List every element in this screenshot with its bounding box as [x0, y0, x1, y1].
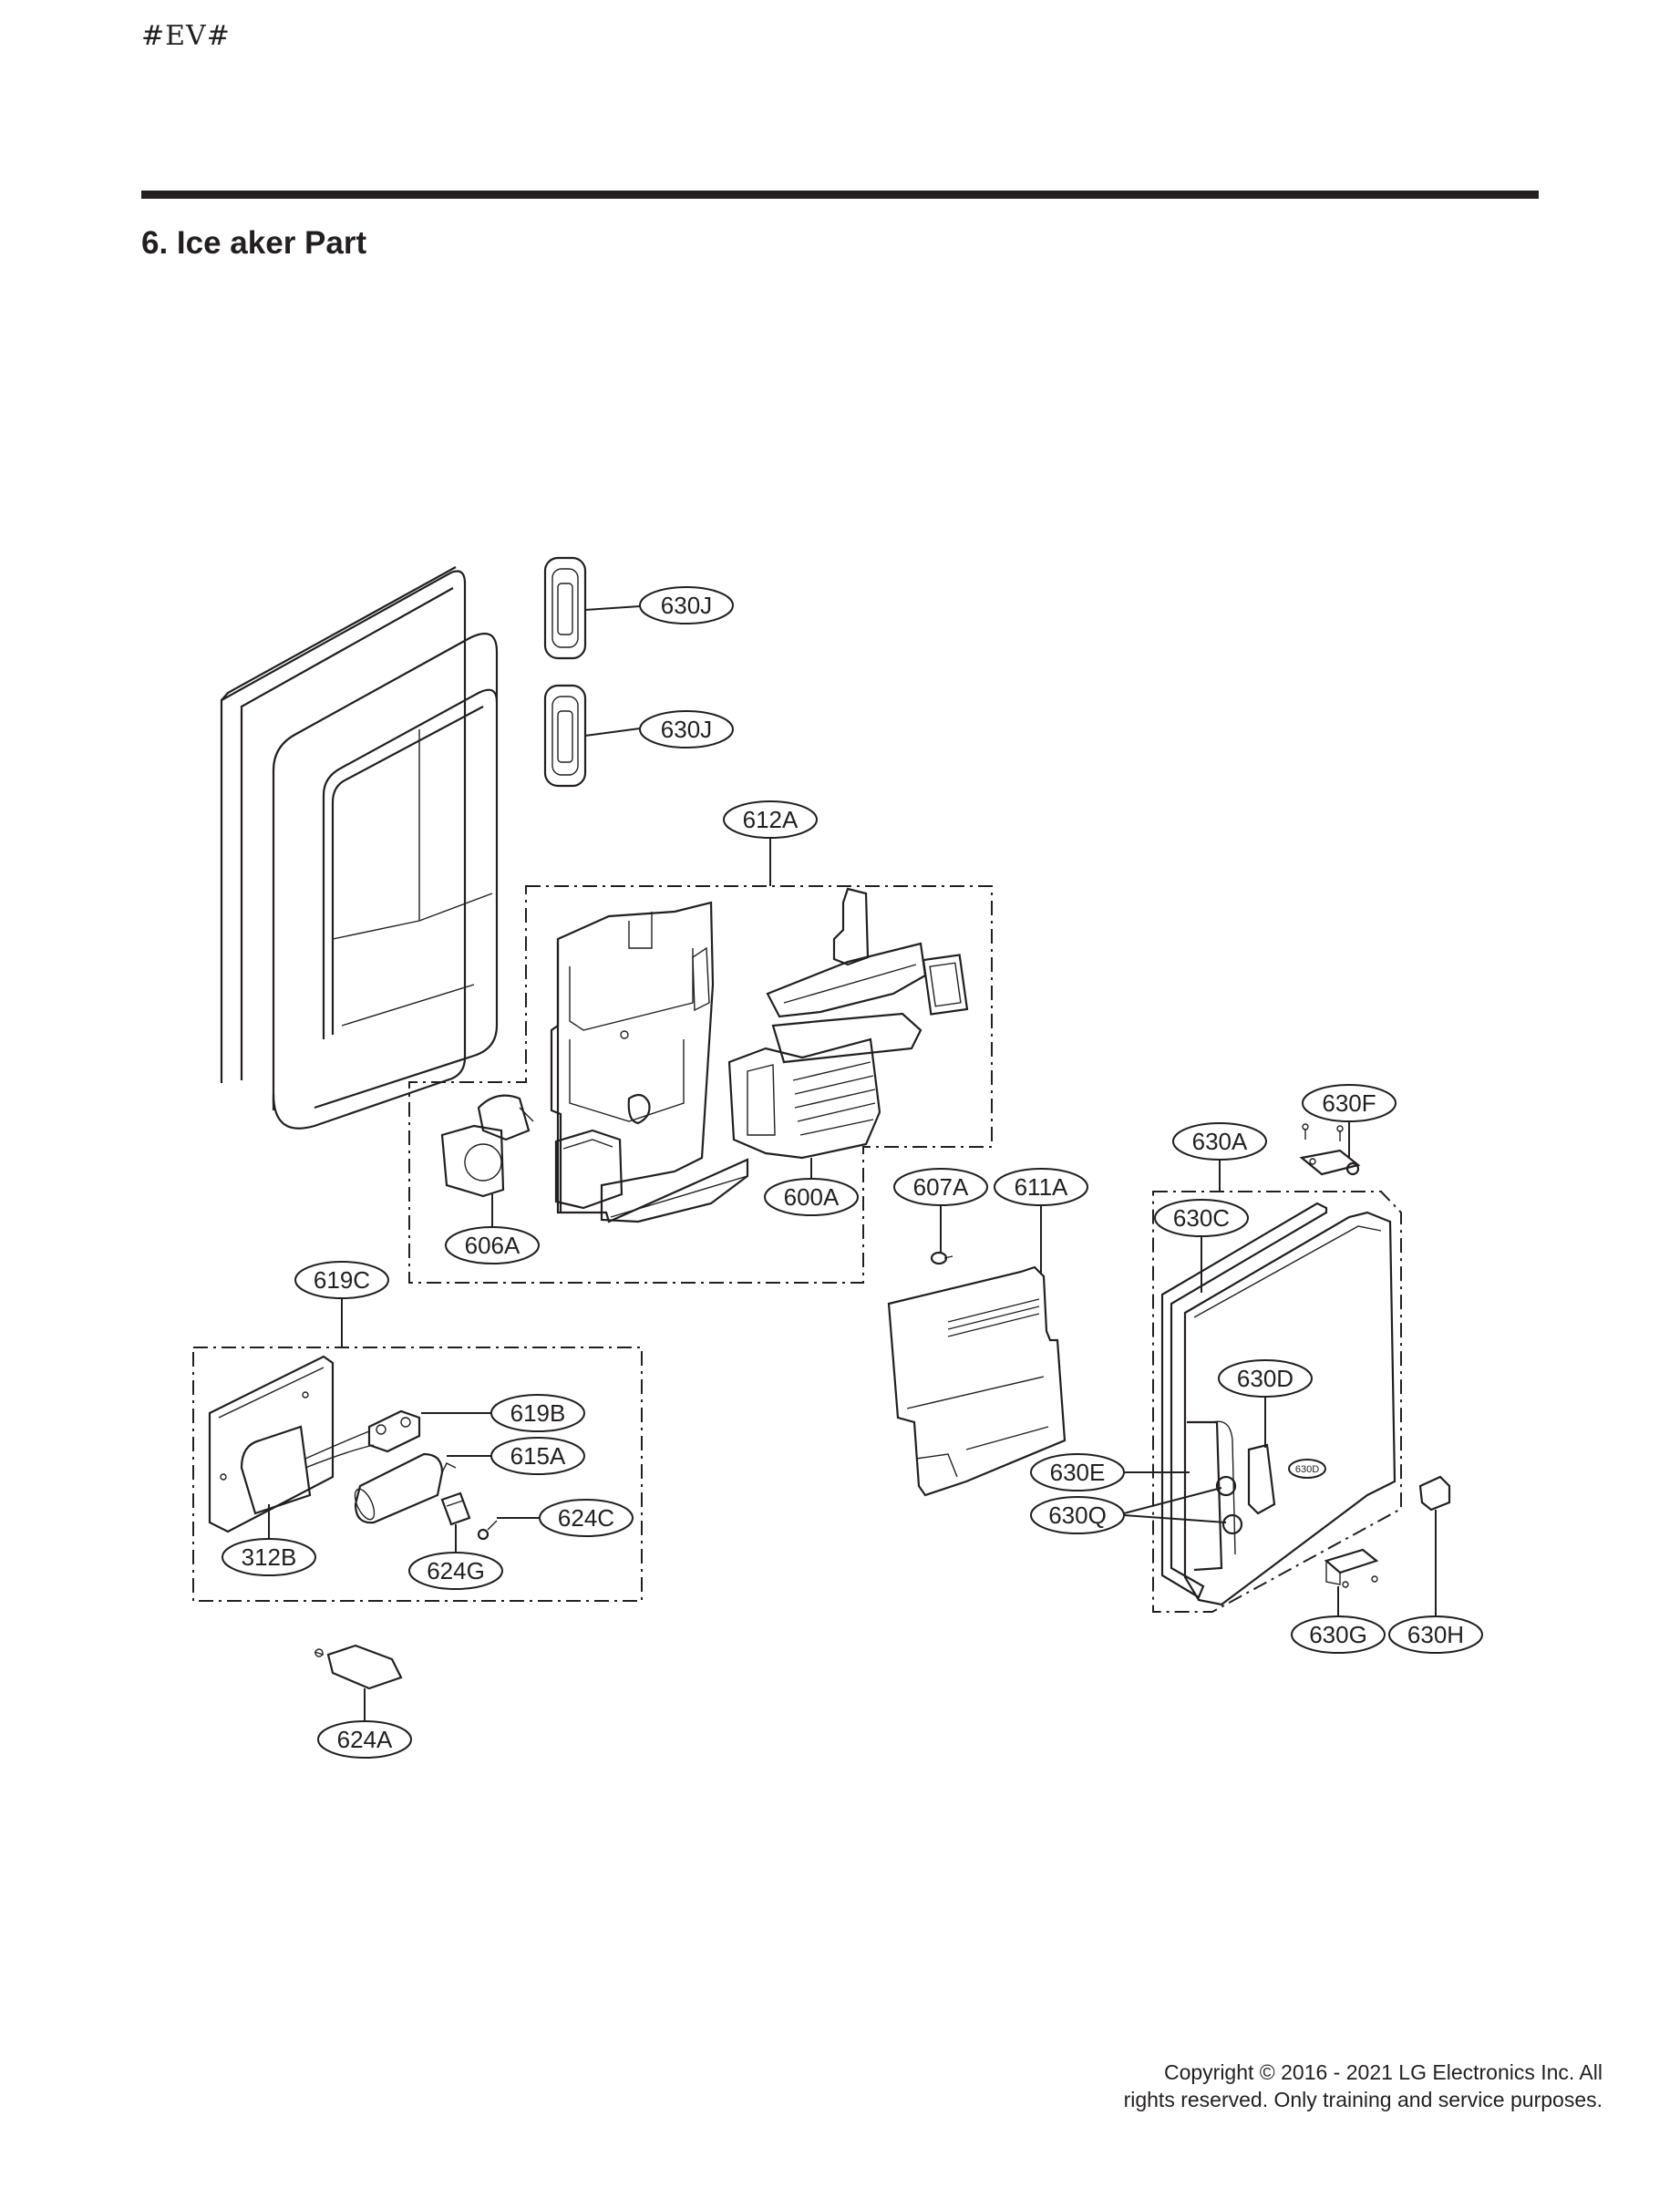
screw-624C-drawing — [477, 1520, 498, 1541]
svg-text:630C: 630C — [1173, 1204, 1230, 1232]
svg-text:624C: 624C — [558, 1504, 614, 1532]
valve-619B-drawing — [304, 1409, 421, 1469]
callout-619B: 619B — [490, 1394, 585, 1432]
callout-600A: 600A — [764, 1178, 859, 1216]
svg-text:630H: 630H — [1407, 1621, 1464, 1648]
callout-607A: 607A — [893, 1168, 988, 1206]
svg-text:312B: 312B — [242, 1543, 297, 1571]
cushion-630J-bottom — [543, 684, 587, 788]
callout-612A: 612A — [723, 800, 818, 839]
svg-text:630Q: 630Q — [1048, 1502, 1107, 1529]
svg-text:607A: 607A — [913, 1173, 969, 1201]
callout-630E: 630E — [1030, 1453, 1125, 1491]
svg-text:624A: 624A — [337, 1726, 393, 1753]
group-outline-630A — [1152, 1191, 1402, 1613]
filter-624A-drawing — [314, 1644, 403, 1690]
callout-312B: 312B — [222, 1538, 316, 1576]
filter-615A-drawing — [354, 1452, 457, 1524]
stopper-630H-drawing — [1418, 1475, 1451, 1512]
callout-611A: 611A — [994, 1168, 1088, 1206]
svg-text:606A: 606A — [465, 1232, 520, 1259]
cushion-630J-top — [543, 556, 587, 660]
svg-text:630A: 630A — [1192, 1128, 1248, 1155]
hinge-630F-drawing — [1299, 1123, 1361, 1176]
svg-text:600A: 600A — [784, 1183, 840, 1211]
svg-text:630D: 630D — [1237, 1365, 1293, 1392]
callout-619C: 619C — [294, 1261, 389, 1299]
callout-624A: 624A — [317, 1720, 412, 1759]
svg-text:630D: 630D — [1295, 1464, 1319, 1475]
svg-text:619C: 619C — [314, 1266, 370, 1294]
callout-630D-small: 630D — [1288, 1459, 1326, 1479]
icemaker-bracket-drawing — [550, 901, 749, 1223]
callout-615A: 615A — [490, 1437, 585, 1475]
housing-312B-drawing — [208, 1355, 335, 1533]
callout-624G: 624G — [408, 1552, 503, 1590]
svg-text:619B: 619B — [510, 1399, 566, 1427]
callout-630Q: 630Q — [1030, 1496, 1125, 1534]
svg-text:630J: 630J — [661, 592, 712, 619]
icemaker-door-drawing — [1183, 1211, 1397, 1606]
page-title: 6. Ice aker Part — [141, 225, 367, 261]
callout-630C: 630C — [1154, 1199, 1249, 1237]
svg-text:630F: 630F — [1322, 1089, 1376, 1117]
hinge-630G-drawing — [1324, 1548, 1379, 1588]
group-outline-612A — [408, 885, 993, 1284]
callout-630G: 630G — [1291, 1615, 1386, 1654]
fan-motor-drawing — [440, 1094, 534, 1198]
door-frame-drawing — [220, 566, 499, 1130]
gasket-630C-drawing — [1160, 1202, 1328, 1599]
svg-text:615A: 615A — [510, 1442, 566, 1470]
svg-text:612A: 612A — [743, 806, 799, 833]
callout-630A: 630A — [1172, 1122, 1267, 1161]
svg-text:630E: 630E — [1050, 1459, 1106, 1486]
callout-606A: 606A — [445, 1226, 540, 1264]
cover-611A-drawing — [887, 1265, 1067, 1497]
callout-630J-a: 630J — [639, 586, 734, 624]
callout-624C: 624C — [539, 1499, 634, 1537]
svg-text:630G: 630G — [1309, 1621, 1367, 1648]
copyright-notice: Copyright © 2016 - 2021 LG Electronics I… — [1124, 2059, 1603, 2113]
copyright-line-2: rights reserved. Only training and servi… — [1123, 2088, 1603, 2111]
callout-630F: 630F — [1302, 1084, 1397, 1122]
svg-text:630J: 630J — [661, 716, 712, 743]
callout-630J-b: 630J — [639, 710, 734, 748]
lever-630D-drawing — [1215, 1443, 1276, 1535]
document-code: #EV# — [141, 20, 231, 52]
callout-630D: 630D — [1218, 1359, 1313, 1398]
callout-630H: 630H — [1388, 1615, 1483, 1654]
clamp-624G-drawing — [440, 1491, 471, 1526]
group-outline-619C — [192, 1347, 643, 1602]
copyright-line-1: Copyright © 2016 - 2021 LG Electronics I… — [1163, 2060, 1603, 2084]
header-rule — [141, 191, 1539, 199]
screw-607A-drawing — [930, 1251, 953, 1265]
icemaker-body-drawing — [727, 887, 969, 1160]
svg-text:611A: 611A — [1015, 1173, 1068, 1201]
svg-text:624G: 624G — [427, 1557, 485, 1584]
